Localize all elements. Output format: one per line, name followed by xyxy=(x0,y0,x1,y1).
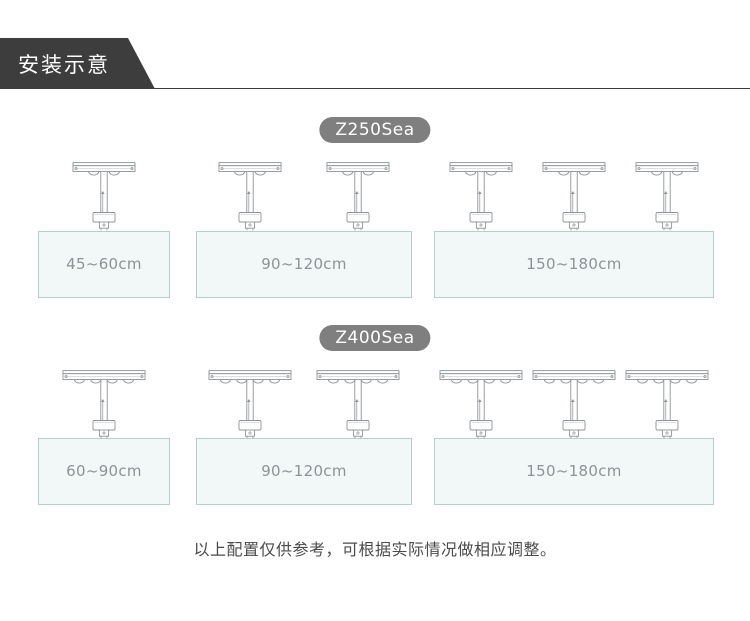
lamp-fixture-z400-g2-2 xyxy=(309,370,407,442)
header-banner-shape xyxy=(0,38,155,89)
lamp-fixture-z400-g3-3 xyxy=(618,370,716,442)
lamp-fixture-z250-g3-3 xyxy=(628,162,706,234)
lamp-fixture-z250-g3-1 xyxy=(442,162,520,234)
tank-size-label-z400-g1: 60~90cm xyxy=(66,461,142,480)
page-title: 安装示意 xyxy=(18,53,110,77)
aquarium-tank-z400-g1 xyxy=(38,438,170,505)
lamp-fixture-z250-g2-2 xyxy=(319,162,397,234)
footnote-text: 以上配置仅供参考，可根据实际情况做相应调整。 xyxy=(193,540,557,559)
tank-size-label-z250-g3: 150~180cm xyxy=(526,254,622,273)
aquarium-tank-z250-g2 xyxy=(196,231,412,298)
header-divider-rule xyxy=(0,88,750,89)
tank-size-label-z400-g3: 150~180cm xyxy=(526,461,622,480)
lamp-fixture-z400-g2-1 xyxy=(201,370,299,442)
lamp-fixture-z400-g3-2 xyxy=(525,370,623,442)
lamp-fixture-z400-g3-1 xyxy=(432,370,530,442)
page-header-banner: 安装示意 xyxy=(0,38,750,90)
lamp-fixture-z250-g2-1 xyxy=(211,162,289,234)
aquarium-tank-z250-g1 xyxy=(38,231,170,298)
tank-size-label-z250-g2: 90~120cm xyxy=(261,254,347,273)
lamp-fixture-z250-g1-1 xyxy=(65,162,143,234)
aquarium-tank-z400-g2 xyxy=(196,438,412,505)
model-badge-z400sea: Z400Sea xyxy=(319,325,431,351)
tank-size-label-z400-g2: 90~120cm xyxy=(261,461,347,480)
lamp-fixture-z250-g3-2 xyxy=(535,162,613,234)
aquarium-tank-z400-g3 xyxy=(434,438,714,505)
model-badge-z250sea: Z250Sea xyxy=(319,117,431,143)
aquarium-tank-z250-g3 xyxy=(434,231,714,298)
lamp-fixture-z400-g1-1 xyxy=(55,370,153,442)
tank-size-label-z250-g1: 45~60cm xyxy=(66,254,142,273)
